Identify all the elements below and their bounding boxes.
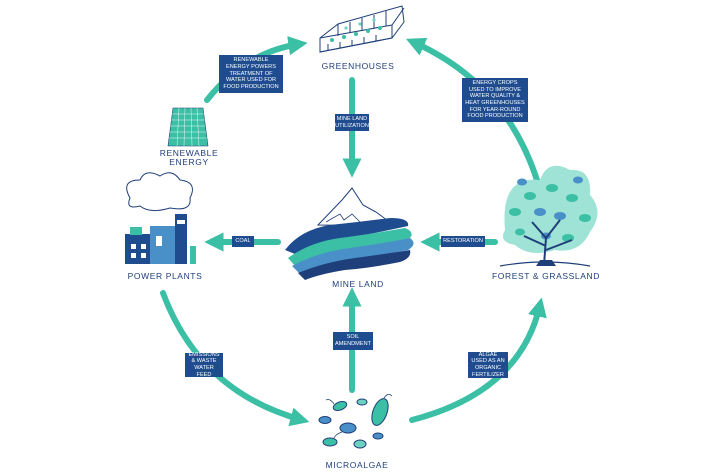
node-label-microalgae: MICROALGAE xyxy=(325,460,389,470)
greenhouse-icon xyxy=(319,5,405,53)
arrow-power-to-microalgae xyxy=(160,290,310,427)
node-label-renewable-energy: RENEWABLE ENERGY xyxy=(159,148,219,168)
microalgae-icon xyxy=(318,394,393,449)
mine-land-icon xyxy=(285,187,414,280)
solar-panel-icon xyxy=(167,107,209,147)
power-plant-icon xyxy=(125,172,196,264)
tree-icon xyxy=(499,165,598,267)
flow-box-microalgae-to-mine: SOIL AMENDMENT xyxy=(333,332,373,350)
flow-box-forest-to-greenhouses: ENERGY CROPS USED TO IMPROVE WATER QUALI… xyxy=(462,78,528,122)
flow-box-mine-to-power: COAL xyxy=(232,236,254,247)
flow-box-greenhouses-to-mine: MINE LAND UTILIZATION xyxy=(335,114,369,131)
node-label-mine-land: MINE LAND xyxy=(332,279,384,289)
flow-box-forest-to-mine: RESTORATION xyxy=(441,236,485,247)
node-label-greenhouses: GREENHOUSES xyxy=(321,61,395,71)
flow-box-microalgae-to-forest: ALGAE USED AS AN ORGANIC FERTILIZER xyxy=(468,352,508,378)
flow-box-renewable-to-greenhouses: RENEWABLE ENERGY POWERS TREATMENT OF WAT… xyxy=(219,55,283,93)
flow-box-power-to-microalgae: CO2 EMISSIONS & WASTE WATER FEED ALGAE xyxy=(185,345,223,384)
node-label-forest-grassland: FOREST & GRASSLAND xyxy=(492,271,600,281)
node-label-power-plants: POWER PLANTS xyxy=(127,271,203,281)
